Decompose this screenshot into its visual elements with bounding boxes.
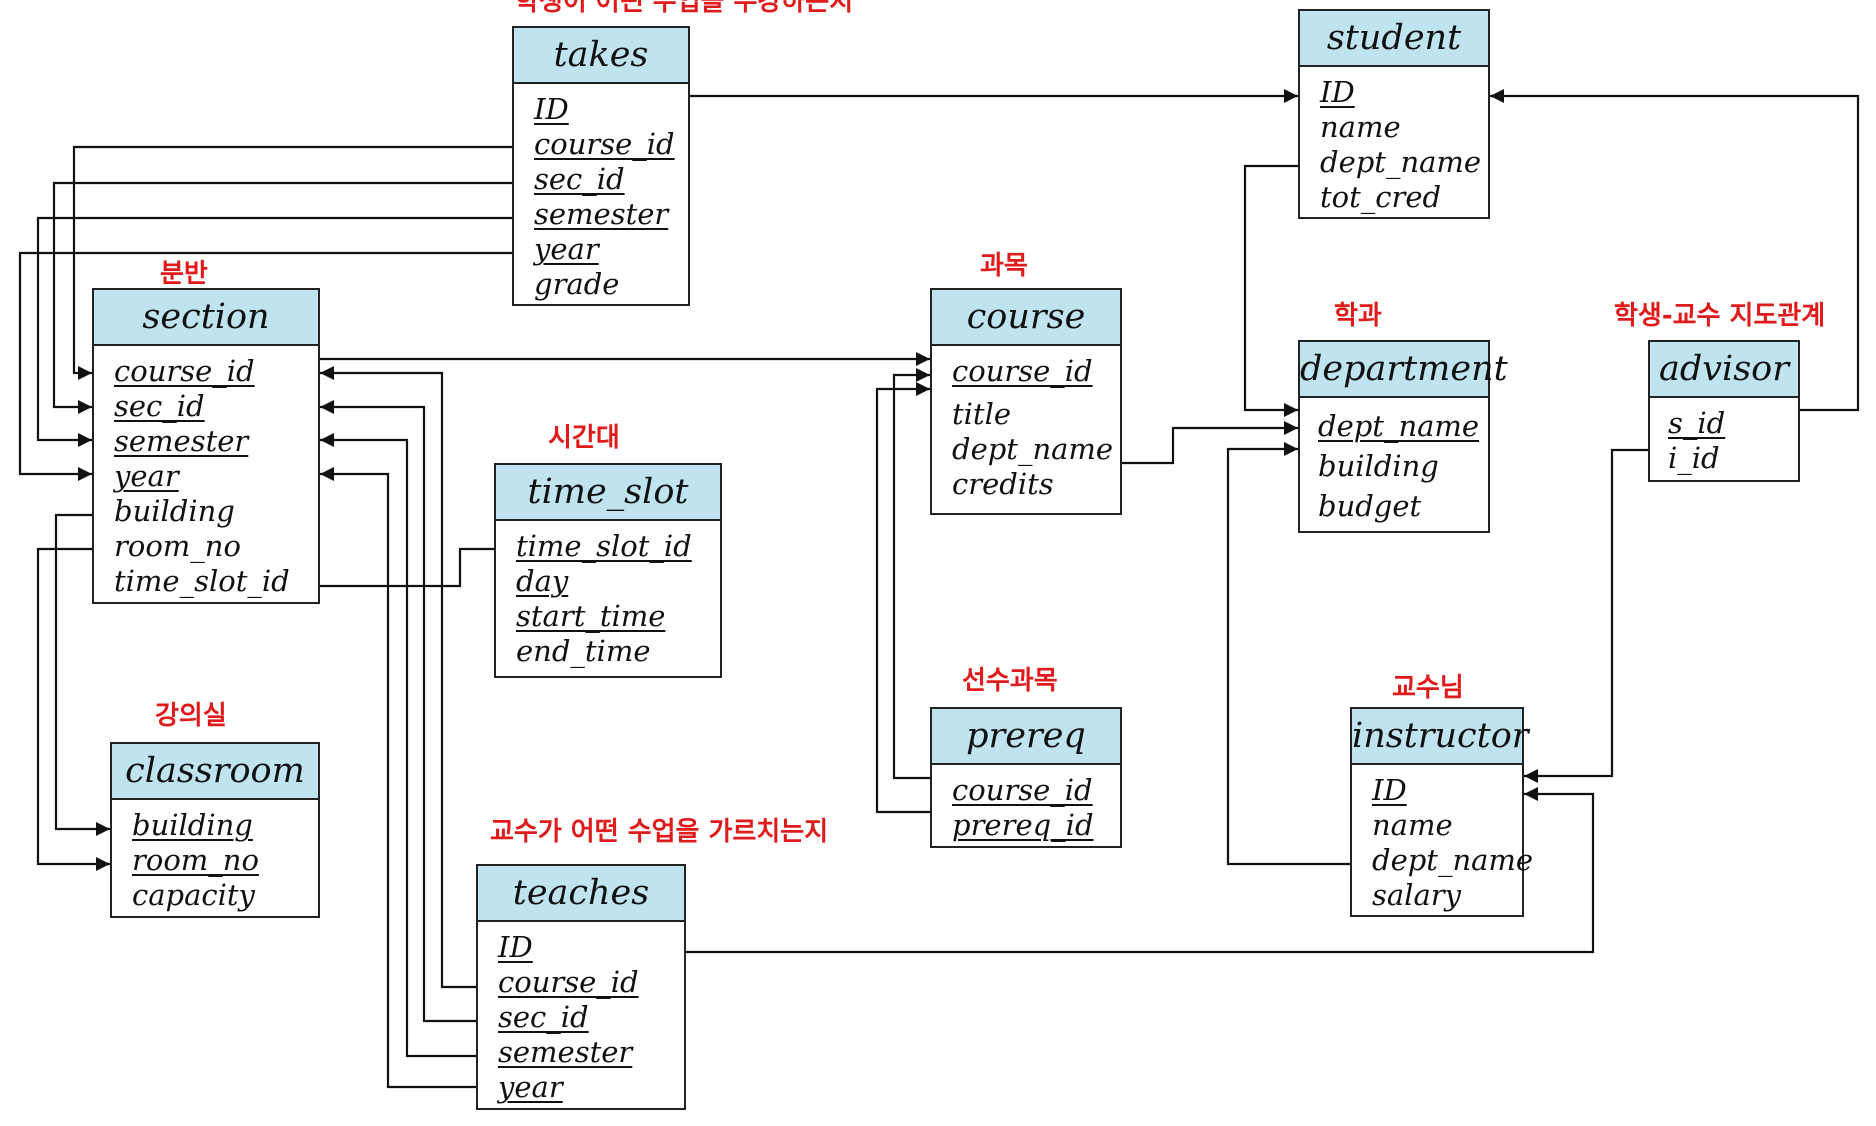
attribute-grade: grade <box>534 267 620 301</box>
entity-title: time_slot <box>496 465 720 521</box>
fk-teaches-sec-id <box>320 400 476 1023</box>
entity-title: prereq <box>932 709 1120 765</box>
attribute-salary: salary <box>1372 878 1461 912</box>
annotation-teaches: 교수가 어떤 수업을 가르치는지 <box>490 817 829 847</box>
annotation-course: 과목 <box>980 251 1028 281</box>
entity-title: section <box>94 290 318 346</box>
entity-classroom[interactable]: classroom building room_no capacity <box>110 742 320 918</box>
attribute-tot-cred: tot_cred <box>1320 180 1442 214</box>
annotation-takes: 학생이 어떤 수업을 수강하는지 <box>515 0 854 17</box>
fk-course-dept <box>1122 421 1298 465</box>
annotation-prereq: 선수과목 <box>962 666 1058 696</box>
entity-title: course <box>932 290 1120 346</box>
annotation-department: 학과 <box>1334 301 1382 331</box>
attribute-dept-name: dept_name <box>1372 843 1534 877</box>
entity-title: instructor <box>1352 709 1529 765</box>
fk-teaches-instructor <box>686 787 1595 954</box>
annotation-section: 분반 <box>160 259 208 289</box>
attribute-id: ID <box>1372 773 1407 807</box>
entity-title: classroom <box>112 744 318 800</box>
annotation-classroom: 강의실 <box>155 701 227 731</box>
entity-title: student <box>1300 11 1488 67</box>
attribute-course-id: course_id <box>114 354 255 388</box>
attribute-id: ID <box>498 930 533 964</box>
entity-advisor[interactable]: advisor s_id i_id <box>1648 340 1800 482</box>
attribute-semester: semester <box>498 1035 633 1069</box>
attribute-year: year <box>534 232 599 266</box>
attribute-credits: credits <box>952 467 1054 501</box>
attribute-year: year <box>498 1070 563 1104</box>
attribute-day: day <box>516 564 569 598</box>
attribute-dept-name: dept_name <box>1318 409 1480 443</box>
attribute-time-slot-id: time_slot_id <box>114 564 290 598</box>
entity-title: department <box>1300 342 1508 398</box>
attribute-capacity: capacity <box>132 878 255 912</box>
attribute-course-id: course_id <box>952 354 1093 388</box>
attribute-time-slot-id: time_slot_id <box>516 529 692 563</box>
fk-section-building <box>54 513 110 836</box>
entity-title: teaches <box>478 866 684 922</box>
fk-section-room-no <box>36 547 110 871</box>
attribute-sec-id: sec_id <box>534 162 625 196</box>
entity-instructor[interactable]: instructor ID name dept_name salary <box>1350 707 1534 917</box>
fk-teaches-semester <box>320 433 476 1058</box>
entity-section[interactable]: section course_id sec_id semester year b… <box>92 288 320 604</box>
fk-teaches-course-id <box>320 366 476 989</box>
entity-teaches[interactable]: teaches ID course_id sec_id semester yea… <box>476 864 686 1110</box>
attribute-semester: semester <box>114 424 249 458</box>
attribute-course-id: course_id <box>952 773 1093 807</box>
attribute-s-id: s_id <box>1668 406 1726 440</box>
entity-department[interactable]: department dept_name building budget <box>1298 340 1508 533</box>
attribute-id: ID <box>1320 75 1355 109</box>
annotation-instructor: 교수님 <box>1392 673 1464 703</box>
fk-prereq-prereq-id <box>875 382 930 814</box>
attribute-title: title <box>952 397 1012 431</box>
attribute-start-time: start_time <box>516 599 666 633</box>
entity-course[interactable]: course course_id title dept_name credits <box>930 288 1122 515</box>
fk-takes-sec-id <box>52 181 512 414</box>
fk-takes-year <box>18 251 512 481</box>
attribute-id: ID <box>534 92 569 126</box>
attribute-dept-name: dept_name <box>952 432 1114 466</box>
attribute-building: building <box>1318 449 1439 483</box>
attribute-year: year <box>114 459 179 493</box>
annotation-advisor: 학생-교수 지도관계 <box>1614 301 1826 331</box>
entity-prereq[interactable]: prereq course_id prereq_id <box>930 707 1122 848</box>
fk-instructor-dept <box>1226 442 1350 866</box>
attribute-building: building <box>114 494 235 528</box>
attribute-i-id: i_id <box>1668 441 1720 475</box>
attribute-course-id: course_id <box>498 965 639 999</box>
attribute-budget: budget <box>1318 489 1422 523</box>
fk-advisor-instructor <box>1524 448 1648 783</box>
entity-student[interactable]: student ID name dept_name tot_cred <box>1298 9 1490 219</box>
entity-title: takes <box>514 28 688 84</box>
fk-takes-semester <box>36 216 512 447</box>
fk-advisor-student <box>1490 89 1860 412</box>
fk-takes-course-id <box>72 145 512 380</box>
attribute-course-id: course_id <box>534 127 675 161</box>
entity-time-slot[interactable]: time_slot time_slot_id day start_time en… <box>494 463 722 678</box>
attribute-name: name <box>1320 110 1401 144</box>
attribute-semester: semester <box>534 197 669 231</box>
fk-section-time-slot <box>320 547 494 588</box>
attribute-sec-id: sec_id <box>498 1000 589 1034</box>
attribute-room-no: room_no <box>132 843 259 877</box>
attribute-end-time: end_time <box>516 634 651 668</box>
attribute-room-no: room_no <box>114 529 241 563</box>
fk-prereq-course-id <box>892 368 930 780</box>
attribute-prereq-id: prereq_id <box>952 808 1094 842</box>
attribute-name: name <box>1372 808 1453 842</box>
attribute-building: building <box>132 808 253 842</box>
fk-teaches-year <box>320 467 476 1089</box>
attribute-dept-name: dept_name <box>1320 145 1482 179</box>
entity-takes[interactable]: takes ID course_id sec_id semester year … <box>512 26 690 306</box>
attribute-sec-id: sec_id <box>114 389 205 423</box>
annotation-time-slot: 시간대 <box>548 423 620 453</box>
entity-title: advisor <box>1650 342 1798 398</box>
fk-student-dept <box>1243 164 1298 417</box>
